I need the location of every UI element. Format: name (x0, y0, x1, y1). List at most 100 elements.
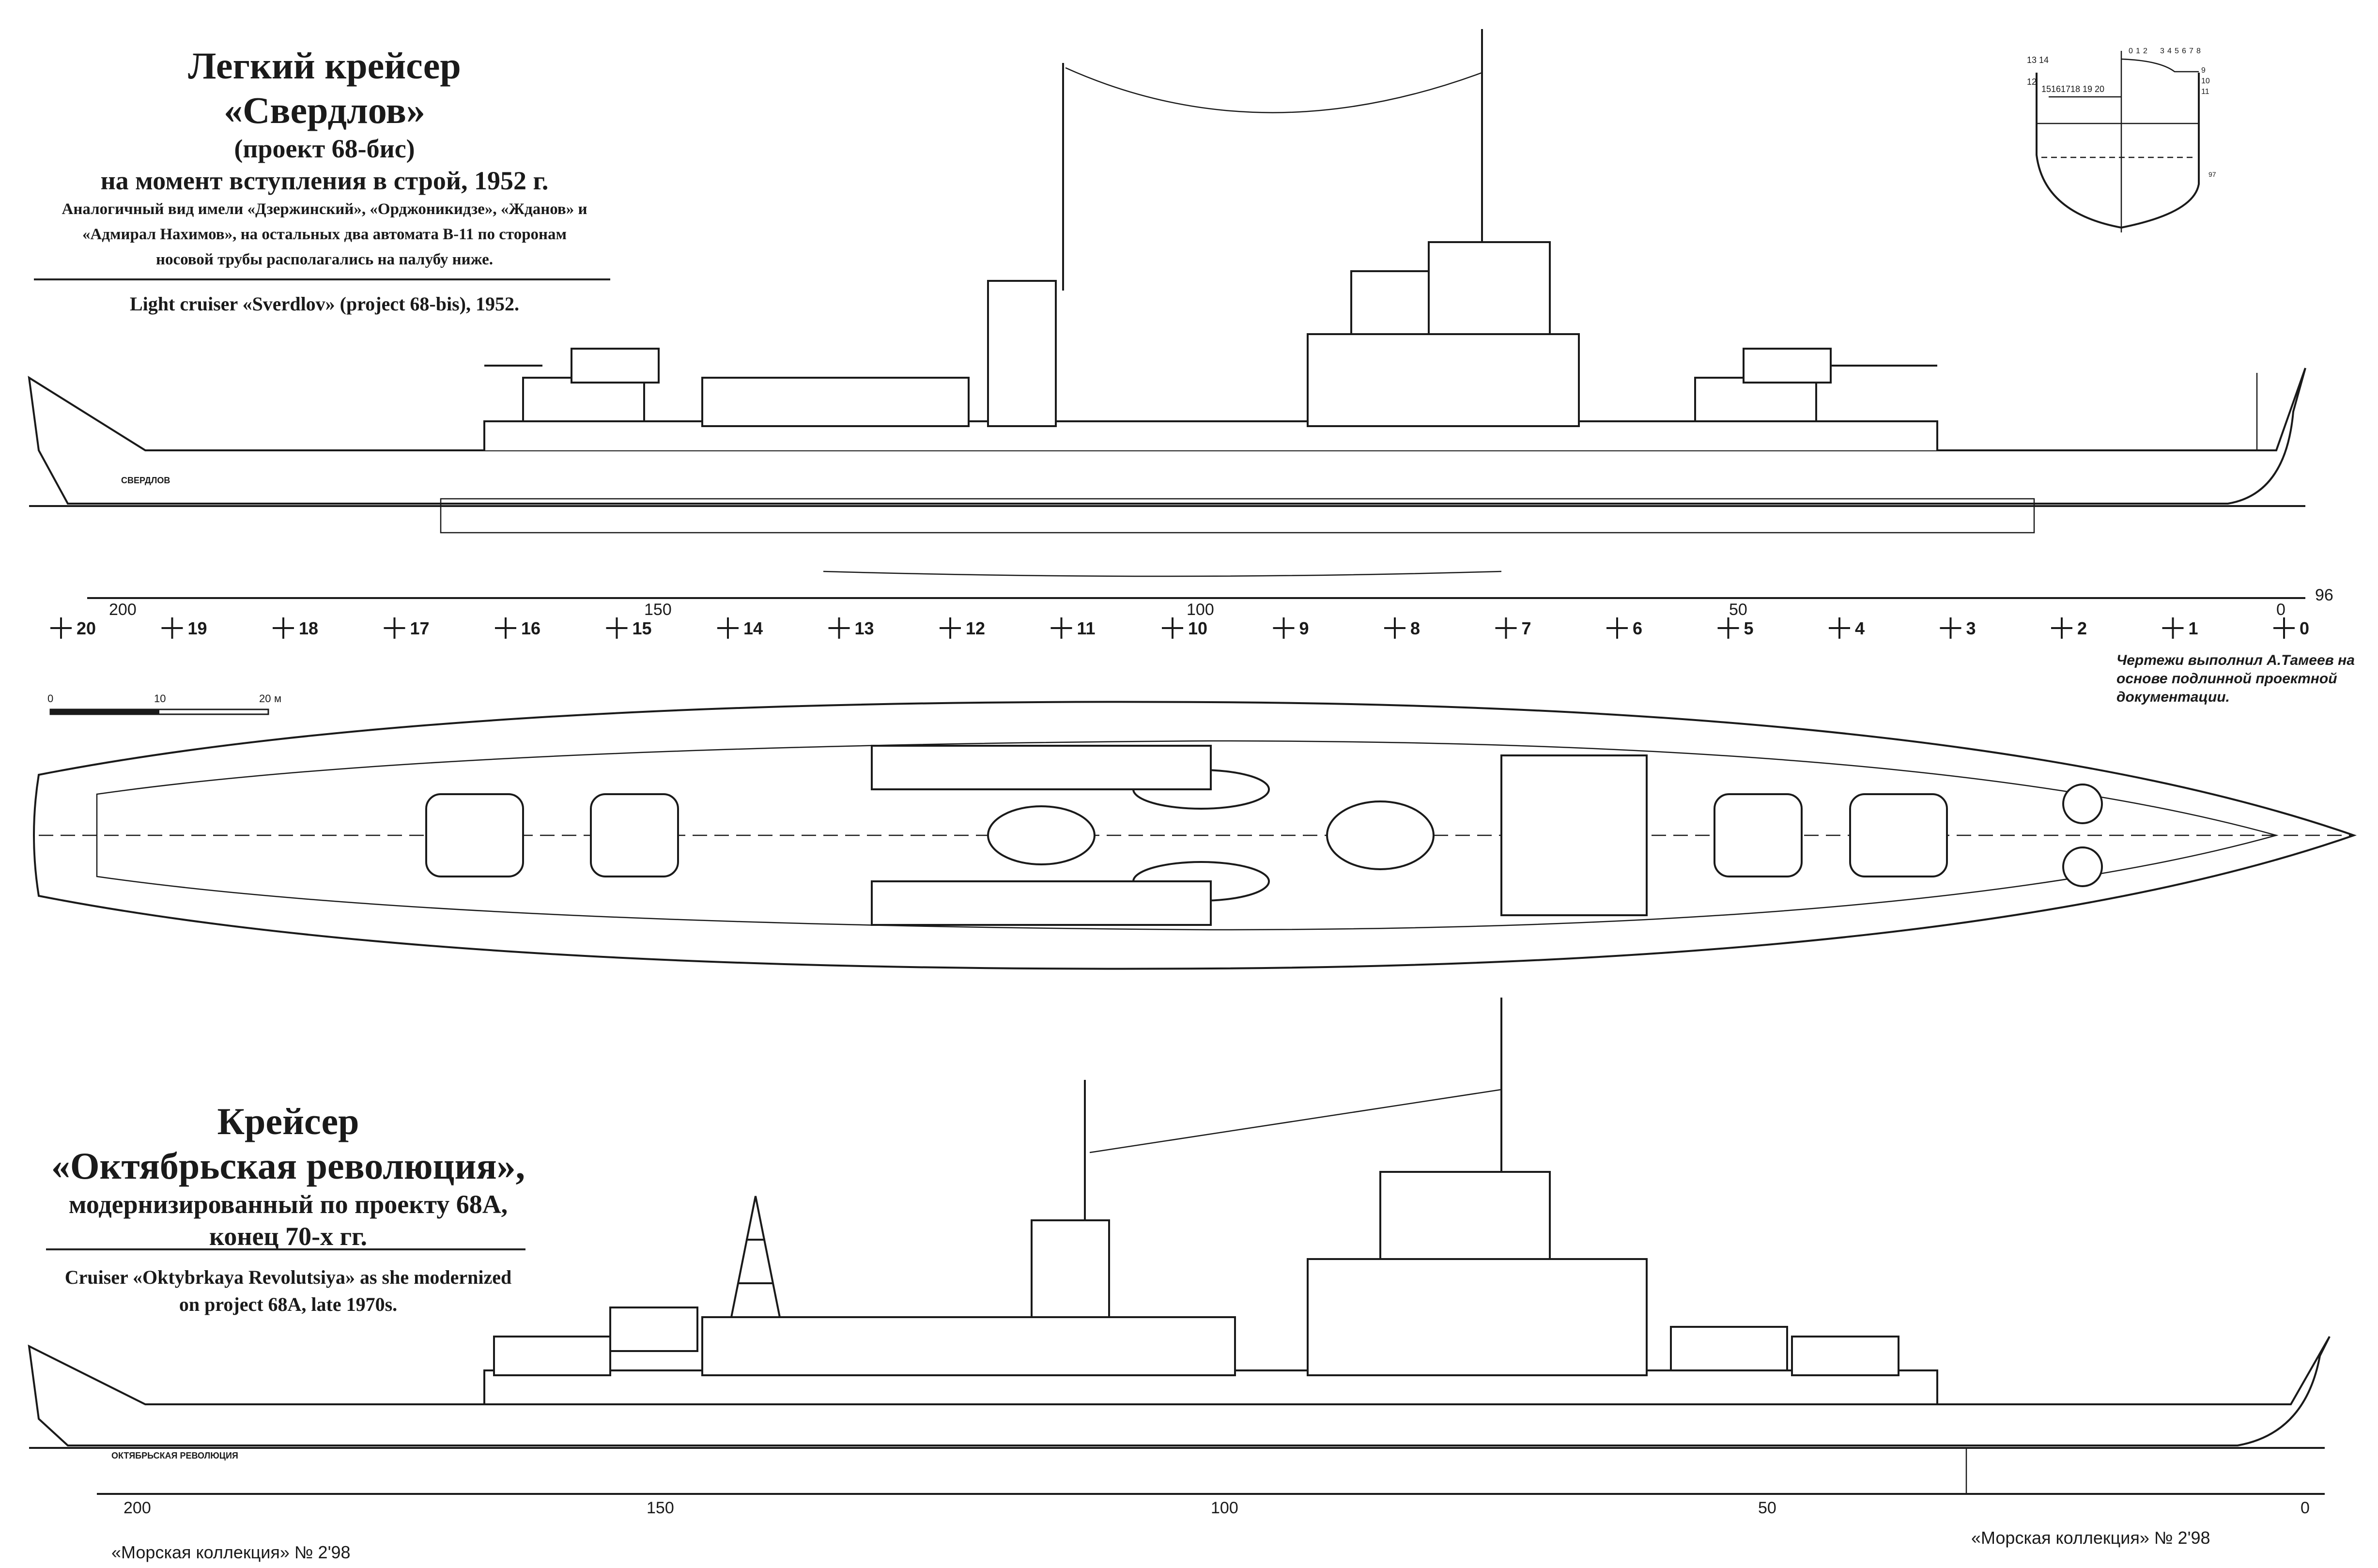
hull-name-oktyabrskaya: ОКТЯБРЬСКАЯ РЕВОЛЮЦИЯ (111, 1451, 238, 1460)
oktyabrskaya-english-2: on project 68A, late 1970s. (179, 1293, 398, 1315)
frame-marker-label: 13 (855, 618, 874, 638)
station-label: 16 (2051, 84, 2061, 94)
oktyabrskaya-hull (28, 1336, 2331, 1446)
frame-marker-cross (2273, 617, 2295, 639)
oktyabrskaya-profile: ОКТЯБРЬСКАЯ РЕВОЛЮЦИЯ (28, 998, 2331, 1460)
station-label: 15 (2041, 84, 2051, 94)
frame-marker-label: 10 (1188, 618, 1207, 638)
station-label: 11 (2201, 88, 2209, 96)
bilge-keel (823, 570, 1502, 577)
plan-turret (590, 793, 679, 877)
frame-marker-cross (2162, 617, 2184, 639)
sverdlov-profile: СВЕРДЛОВ 96 (28, 29, 2333, 604)
frame-marker-label: 14 (743, 618, 763, 638)
profile-signature: 96 (2315, 586, 2333, 604)
sverdlov-date: на момент вступления в строй, 1952 г. (100, 166, 549, 195)
frame-marker-cross (606, 617, 628, 639)
frame-marker-label: 7 (1522, 618, 1531, 638)
bridge (1307, 333, 1580, 427)
armor-belt (440, 498, 2035, 534)
credit-line-1: Чертежи выполнил А.Тамеев на (2116, 652, 2355, 668)
turret-1 (522, 377, 645, 422)
station-label: 7 (2189, 47, 2193, 55)
oktyabrskaya-english: Cruiser «Oktybrkaya Revolutsiya» as she … (10, 1264, 567, 1318)
turret-1 (493, 1336, 611, 1376)
length-ruler-2: 200 150 100 50 0 (97, 1448, 2325, 1517)
frame-marker-label: 3 (1966, 618, 1976, 638)
ruler-label: 200 (124, 1499, 151, 1517)
frame-marker-cross (940, 617, 961, 639)
plan-turret (1714, 793, 1803, 877)
frame-marker-label: 2 (2077, 618, 2087, 638)
antenna-wire (1065, 67, 1482, 113)
ruler-label: 100 (1187, 600, 1214, 619)
ruler-label: 50 (1729, 600, 1747, 619)
oktyabrskaya-title-line2: «Октябрьская революция», (51, 1145, 525, 1187)
station-label: 6 (2182, 47, 2186, 55)
station-label: 20 (2095, 84, 2104, 94)
oktyabrskaya-line4: конец 70-х гг. (209, 1222, 368, 1251)
turret-4 (1791, 1336, 1899, 1376)
frame-marker-cross (1050, 617, 1072, 639)
lattice-mast (730, 1196, 781, 1318)
frame-marker-label: 20 (77, 618, 96, 638)
ruler-label: 50 (1758, 1499, 1776, 1517)
frame-marker-label: 0 (2300, 618, 2309, 638)
frame-marker-label: 11 (1077, 618, 1096, 638)
sverdlov-caption-divider (34, 278, 610, 280)
funnel-1 (987, 280, 1057, 427)
station-label: 4 (2167, 47, 2172, 55)
frame-marker-cross (50, 617, 72, 639)
frame-marker-label: 12 (966, 618, 985, 638)
scale-label: 0 (47, 692, 53, 705)
scale-label: 20 (259, 692, 271, 705)
plan-turret (425, 793, 524, 877)
ruler-label: 150 (647, 1499, 674, 1517)
turret-4 (1743, 348, 1832, 384)
sverdlov-note-1: Аналогичный вид имели «Дзержинский», «Ор… (62, 200, 587, 218)
ruler-label: 100 (1211, 1499, 1238, 1517)
funnel-1 (1031, 1219, 1110, 1318)
station-label: 10 (2201, 77, 2210, 85)
ruler-label: 0 (2301, 1499, 2310, 1517)
main-deck-house (483, 420, 1938, 450)
frame-marker-cross (1273, 617, 1295, 639)
drawing-credit: Чертежи выполнил А.Тамеев на основе подл… (2116, 651, 2368, 707)
sverdlov-hull (28, 368, 2306, 505)
ruler-label: 200 (109, 600, 137, 619)
frame-marker-cross (495, 617, 516, 639)
frame-marker-cross (1384, 617, 1405, 639)
station-label: 14 (2039, 55, 2049, 65)
station-label: 12 (2027, 77, 2037, 87)
sverdlov-plan-view (33, 701, 2357, 970)
station-label: 0 (2129, 47, 2133, 55)
sverdlov-project: (проект 68-бис) (234, 134, 415, 163)
station-label: 8 (2196, 47, 2201, 55)
sverdlov-note-2: «Адмирал Нахимов», на остальных два авто… (82, 226, 567, 243)
sverdlov-title-line2: «Свердлов» (224, 89, 425, 131)
frame-marker-cross (717, 617, 739, 639)
scale-label: 10 (154, 692, 166, 705)
plan-funnel (1326, 800, 1435, 870)
sverdlov-note-3: носовой трубы располагались на палубу ни… (155, 251, 494, 268)
body-plan-signature: 97 (2208, 170, 2216, 178)
turret-2 (571, 348, 660, 384)
frame-marker-cross (1162, 617, 1183, 639)
oktyabrskaya-title-line1: Крейсер (217, 1100, 359, 1142)
station-label: 1 (2136, 47, 2140, 55)
frame-marker-cross (1717, 617, 1739, 639)
oktyabrskaya-english-1: Cruiser «Oktybrkaya Revolutsiya» as she … (64, 1266, 512, 1288)
frame-marker-cross (1940, 617, 1961, 639)
frame-marker-cross (828, 617, 850, 639)
credit-line-3: документации. (2116, 689, 2230, 705)
station-label: 13 (2027, 55, 2037, 65)
station-label: 5 (2175, 47, 2179, 55)
frame-marker-label: 4 (1855, 618, 1865, 638)
frame-marker-cross (384, 617, 405, 639)
scale-bar: 0 10 20 м (47, 692, 281, 715)
frame-marker-cross (1829, 617, 1850, 639)
station-label: 19 (2083, 84, 2092, 94)
frame-marker-cross (2051, 617, 2072, 639)
credit-line-2: основе подлинной проектной (2116, 671, 2337, 687)
